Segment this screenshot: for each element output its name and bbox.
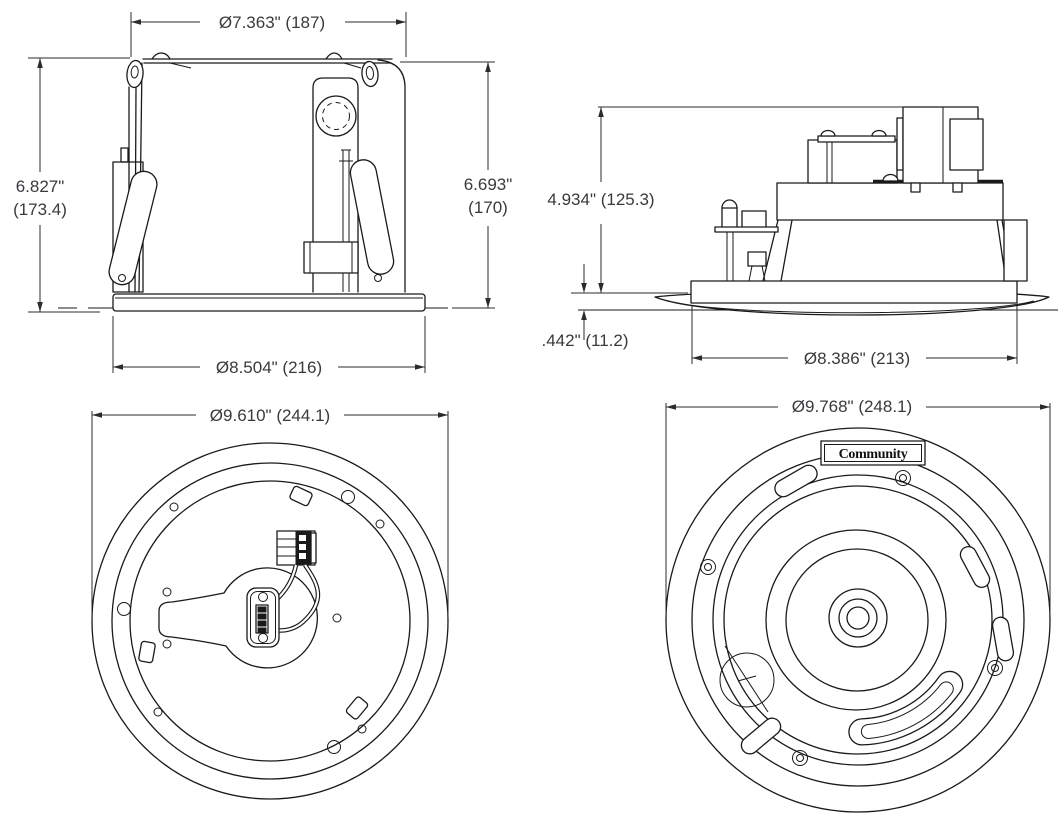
magnet-keyhole — [158, 567, 318, 669]
terminal-cover — [303, 241, 359, 274]
slot-right-lower — [991, 616, 1015, 662]
left-mounting-ear — [126, 59, 144, 89]
flange-screw-left — [118, 274, 126, 282]
dim-right-height-mm: (170) — [468, 198, 508, 217]
dim-rear-diameter-label: Ø9.610" (244.1) — [210, 406, 330, 425]
dim-right-height: 6.693" (170) — [400, 61, 513, 309]
flange-screw-right — [374, 274, 382, 282]
dim-cutout-diameter-label: Ø8.386" (213) — [804, 349, 910, 368]
transformer-end-bell — [949, 118, 984, 171]
dim-top-diameter: Ø7.363" (187) — [130, 12, 407, 57]
dim-height-label: 4.934" (125.3) — [547, 190, 654, 209]
dust-cap-outer — [828, 588, 888, 648]
trim-flange — [690, 280, 1018, 304]
front-screws — [700, 470, 1003, 766]
curved-handle-slot — [848, 670, 964, 746]
slot-top-left — [774, 464, 818, 498]
dim-left-height-in: 6.827" — [16, 177, 65, 196]
dust-cap-inner — [846, 606, 870, 630]
dim-bottom-diameter-label: Ø8.504" (216) — [216, 358, 322, 377]
connector-plate — [246, 587, 280, 648]
dim-left-height-mm: (173.4) — [13, 200, 67, 219]
bottom-flange — [112, 293, 426, 312]
terminal-block — [276, 530, 317, 566]
dim-front-diameter-label: Ø9.768" (248.1) — [792, 397, 912, 416]
woofer-cone-circle — [785, 548, 929, 692]
rear-can-circle — [129, 480, 411, 762]
conduit-knockout-dashed — [322, 102, 350, 130]
brand-badge: Community — [820, 440, 926, 466]
dim-cutout-diameter: Ø8.386" (213) — [691, 306, 1018, 368]
transformer — [873, 106, 1003, 193]
dim-height-above-ceiling: 4.934" (125.3) — [547, 106, 905, 294]
can-tab-bottom-right — [345, 696, 369, 720]
conduit-knockout-outer — [315, 95, 357, 137]
front-outer-circle — [665, 427, 1051, 813]
input-terminal-standoff — [714, 199, 779, 281]
can-tab-left — [138, 640, 156, 664]
dim-trim-protrusion: .442" (11.2) — [542, 264, 629, 350]
right-mounting-ear — [361, 60, 379, 88]
can-tab-top — [289, 485, 313, 507]
woofer-surround-circle — [765, 529, 947, 711]
right-bracket — [312, 77, 359, 293]
dim-right-height-in: 6.693" — [464, 175, 513, 194]
right-clamp-arm — [349, 159, 395, 275]
dim-top-diameter-label: Ø7.363" (187) — [219, 13, 325, 32]
rear-screw-holes — [117, 490, 385, 754]
left-bracket-pin — [120, 147, 129, 163]
dim-left-height: 6.827" (173.4) — [13, 57, 130, 313]
rear-inner-flange-circle — [111, 462, 429, 780]
rear-view: Ø9.610" (244.1) — [91, 406, 449, 800]
side-bracket — [1003, 219, 1028, 282]
dim-bottom-diameter: Ø8.504" (216) — [112, 316, 426, 377]
driver-basket — [747, 182, 1028, 282]
front-screw-band-inner — [723, 485, 993, 755]
mounting-bridge — [807, 129, 898, 184]
slot-bottom-left — [740, 717, 782, 755]
slot-right-upper — [959, 545, 991, 589]
rear-outer-flange-circle — [91, 442, 449, 800]
side-view-profile: 4.934" (125.3) .442" (11.2) Ø8.386" (213… — [542, 106, 1058, 368]
dust-cap-mid — [838, 598, 878, 638]
top-plate — [776, 182, 1004, 221]
dim-front-diameter: Ø9.768" (248.1) — [665, 397, 1051, 617]
left-clamp-arm — [108, 170, 158, 286]
support-rod — [339, 149, 353, 292]
alignment-mark — [719, 645, 775, 713]
side-view-back-can: Ø7.363" (187) 6.827" (173.4) 6.693" (170… — [13, 12, 512, 377]
dim-rear-diameter: Ø9.610" (244.1) — [91, 406, 449, 618]
brand-logo-text: Community — [839, 447, 908, 462]
dim-trim-protrusion-label: .442" (11.2) — [542, 331, 629, 350]
speaker-back-can-body — [108, 52, 426, 312]
front-view: Community Ø9.768" (248.1) — [665, 397, 1051, 813]
